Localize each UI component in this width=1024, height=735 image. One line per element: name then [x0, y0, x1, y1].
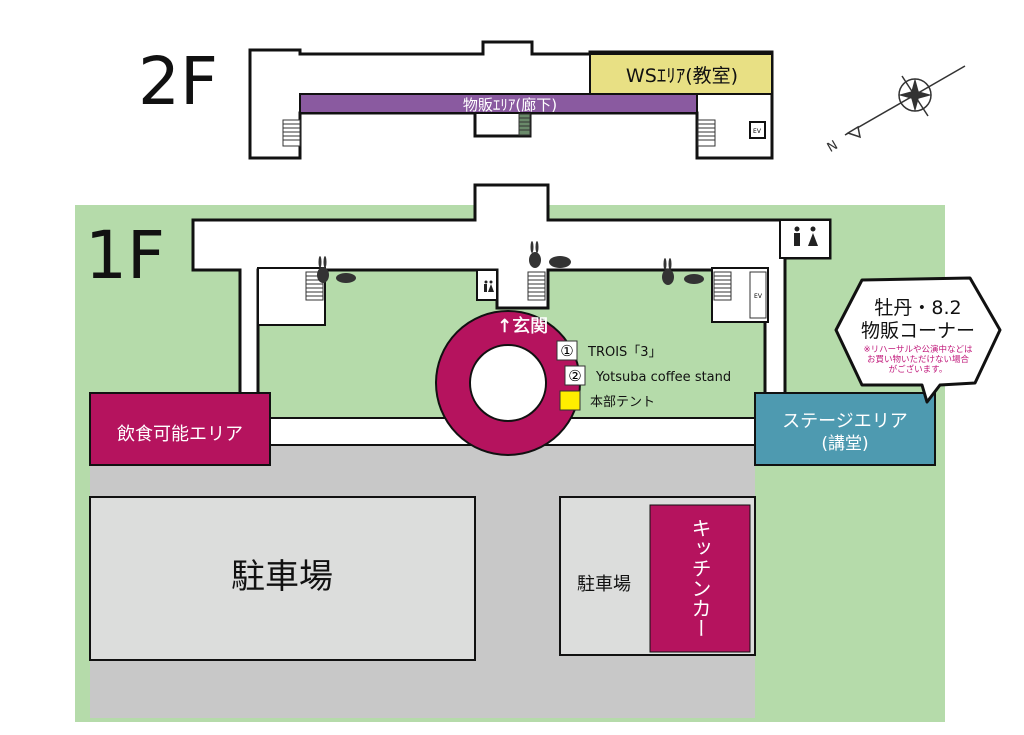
legend-trois[interactable]: TROIS「3」	[587, 345, 662, 360]
floor-2f-label: 2F	[138, 43, 218, 120]
eating-area[interactable]	[89, 392, 271, 466]
stair-steps	[283, 117, 715, 141]
stage-area-sublabel: (講堂)	[821, 434, 868, 454]
entrance-label: ↑玄関	[497, 316, 548, 337]
callout-line1: 牡丹・8.2	[874, 297, 961, 319]
rabbit-turtle-icon	[317, 241, 704, 285]
restroom-icon[interactable]	[484, 226, 818, 293]
roundabout-center	[469, 344, 547, 422]
legend-yotsuba[interactable]: Yotsuba coffee stand	[595, 370, 731, 385]
shop-corner-callout[interactable]	[834, 276, 1002, 404]
elevator-1f-label: EV	[754, 293, 763, 300]
compass-icon	[844, 65, 966, 139]
elevator-2f-label: EV	[753, 128, 762, 135]
parking-small-label: 駐車場	[577, 574, 631, 595]
shop-corridor-area[interactable]	[299, 93, 698, 114]
marker-1-box	[556, 340, 578, 361]
marker-2: ②	[568, 367, 581, 385]
callout-note1: ※リハーサルや公演中などは	[864, 344, 973, 355]
eating-area-label: 飲食可能エリア	[117, 424, 243, 445]
legend-hq-tent: 本部テント	[590, 395, 655, 410]
hq-tent-marker[interactable]	[559, 390, 581, 411]
stage-area-label: ステージエリア	[782, 411, 908, 432]
shop-corridor-label: 物販ｴﾘｱ(廊下)	[463, 96, 557, 114]
callout-note2: お買い物いただけない場合	[867, 354, 970, 365]
elevator-1f	[749, 271, 767, 319]
ws-area-label: WSｴﾘｱ(教室)	[626, 65, 738, 87]
kitchen-car-label: キッチンカー	[688, 518, 712, 638]
marker-1: ①	[560, 342, 573, 360]
parking-main[interactable]	[89, 496, 476, 661]
callout-line2: 物販コーナー	[861, 320, 975, 342]
parking-main-label: 駐車場	[231, 557, 333, 597]
callout-note3: がございます。	[889, 364, 948, 375]
floor-2f-plan	[248, 40, 774, 160]
compass-north-label: N	[825, 138, 841, 156]
kitchen-car-area[interactable]	[649, 504, 751, 653]
floor-1f-label: 1F	[85, 217, 165, 294]
marker-2-box	[564, 365, 586, 386]
ws-area[interactable]	[589, 53, 773, 95]
elevator-2f	[749, 121, 766, 139]
stage-area[interactable]	[754, 392, 936, 466]
